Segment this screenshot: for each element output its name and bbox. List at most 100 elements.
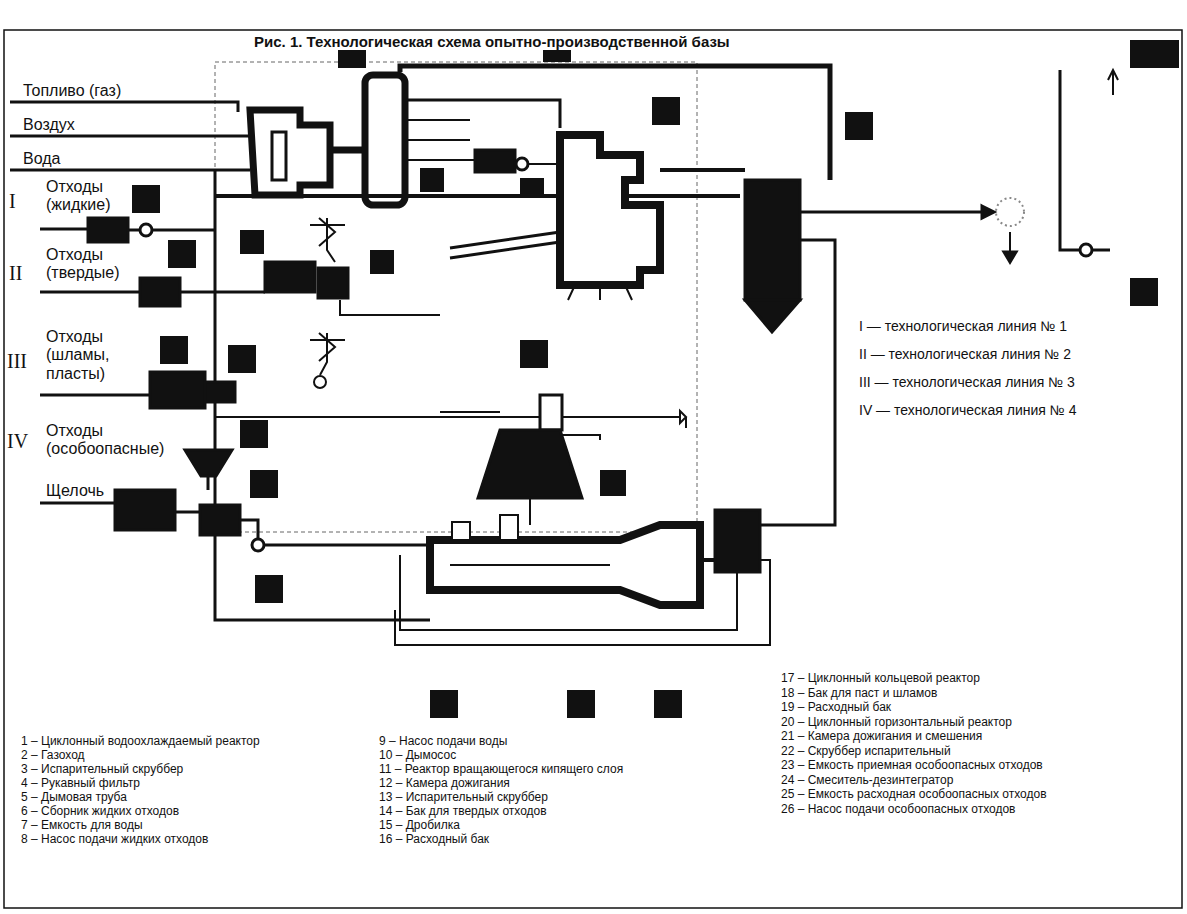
input-label: Отходы (жидкие) <box>45 178 127 215</box>
part-list-item: 20 – Циклонный горизонтальный реактор <box>780 716 1013 730</box>
input-label: Отходы (особоопасные) <box>45 422 182 459</box>
part-list-item: 22 – Скруббер испарительный <box>780 745 952 759</box>
part-list-item: 9 – Насос подачи воды <box>378 735 508 749</box>
part-list-item: 5 – Дымовая труба <box>20 791 128 805</box>
pipe <box>400 555 737 630</box>
line-legend: II — технологическая линия № 2 <box>858 346 1072 362</box>
sludge-tank <box>150 372 205 408</box>
liquid-pump <box>140 224 152 236</box>
water-tank <box>475 150 515 172</box>
callout-marker <box>845 112 873 140</box>
callout-marker <box>228 345 256 373</box>
part-list-item: 18 – Бак для паст и шламов <box>780 687 938 701</box>
callout-marker <box>255 575 283 603</box>
pipe <box>175 511 200 514</box>
line-legend: I — технологическая линия № 1 <box>858 318 1068 334</box>
feeder-valve <box>310 333 345 375</box>
water-pump <box>516 158 528 170</box>
flue-line <box>800 211 982 214</box>
pipe <box>128 229 140 232</box>
liquid-collector <box>88 218 128 242</box>
part-list-item: 10 – Дымосос <box>378 749 457 763</box>
part-list-item: 4 – Рукавный фильтр <box>20 777 141 791</box>
pipe <box>760 240 835 525</box>
callout-marker <box>240 230 264 254</box>
part-list-item: 3 – Испарительный скруббер <box>20 763 184 777</box>
pipe <box>264 544 430 547</box>
main-pipe <box>215 194 740 198</box>
input-label: Отходы (шламы, пласты) <box>45 328 127 383</box>
line-legend: IV — технологическая линия № 4 <box>858 402 1077 418</box>
pipe <box>405 120 475 160</box>
callout-marker <box>370 250 394 274</box>
liquid-waste-line <box>40 228 88 231</box>
burner <box>452 522 470 540</box>
reactor-legs <box>568 285 632 300</box>
part-list-item: 7 – Емкость для воды <box>20 819 144 833</box>
sludge-pump <box>205 382 235 402</box>
gas-duct <box>330 147 365 154</box>
callout-marker <box>240 420 268 448</box>
figure-title: Рис. 1. Технологическая схема опытно-про… <box>253 33 731 50</box>
filter-hopper <box>745 300 800 332</box>
dashed-region <box>215 62 697 532</box>
chute <box>450 232 560 258</box>
line-numeral: III <box>6 350 28 373</box>
callout-marker <box>250 470 278 498</box>
part-list-item: 12 – Камера дожигания <box>378 777 511 791</box>
part-list-item: 15 – Дробилка <box>378 819 461 833</box>
pump-26 <box>252 539 264 551</box>
bag-filter <box>745 180 800 300</box>
drain <box>680 411 686 428</box>
part-list-item: 6 – Сборник жидких отходов <box>20 805 180 819</box>
crusher <box>265 262 315 292</box>
callout-marker <box>600 470 626 496</box>
line-numeral: IV <box>6 430 29 453</box>
hopper-23 <box>185 450 232 476</box>
mixer-24 <box>115 490 175 530</box>
part-list-item: 11 – Реактор вращающегося кипящего слоя <box>378 763 624 777</box>
callout-marker <box>1130 40 1158 68</box>
pipe <box>207 476 210 490</box>
pipe <box>660 168 745 172</box>
part-list-item: 17 – Циклонный кольцевой реактор <box>780 672 981 686</box>
part-list-item: 26 – Насос подачи особоопасных отходов <box>780 803 1016 817</box>
reactor-core <box>272 132 286 180</box>
feeder-valve <box>310 218 345 262</box>
arrow-head <box>1004 252 1016 262</box>
pipe <box>240 520 258 539</box>
pipe <box>440 412 600 440</box>
callout-marker <box>520 340 548 368</box>
part-list-item: 23 – Емкость приемная особоопасных отход… <box>780 759 1044 773</box>
frame <box>4 30 1182 908</box>
part-list-item: 13 – Испарительный скруббер <box>378 791 549 805</box>
stack <box>1060 70 1110 250</box>
arrow-head <box>982 206 994 218</box>
part-list-item: 19 – Расходный бак <box>780 701 892 715</box>
line-legend: III — технологическая линия № 3 <box>858 374 1076 390</box>
pipe <box>180 291 265 294</box>
pipe <box>700 558 715 562</box>
scheme-group <box>4 30 1182 908</box>
callout-marker <box>652 97 680 125</box>
afterburner <box>478 430 582 498</box>
callout-marker <box>654 690 682 718</box>
burner <box>500 515 518 540</box>
part-list-item: 8 – Насос подачи жидких отходов <box>20 833 209 847</box>
input-label: Воздух <box>22 116 76 134</box>
pipe <box>529 498 531 525</box>
callout-marker <box>567 690 595 718</box>
reactor-inner <box>450 564 610 566</box>
smoke <box>996 198 1024 226</box>
solid-tank <box>140 278 180 306</box>
callout-marker <box>1130 278 1158 306</box>
feed-tank <box>318 268 348 298</box>
part-list-item: 2 – Газоход <box>20 749 86 763</box>
feed-line <box>215 170 430 620</box>
callout-marker <box>520 178 544 194</box>
reactor-1 <box>250 110 330 195</box>
ring-reactor <box>560 135 660 285</box>
input-label: Щелочь <box>45 482 105 500</box>
input-label: Вода <box>22 150 61 168</box>
pipe <box>152 229 215 232</box>
